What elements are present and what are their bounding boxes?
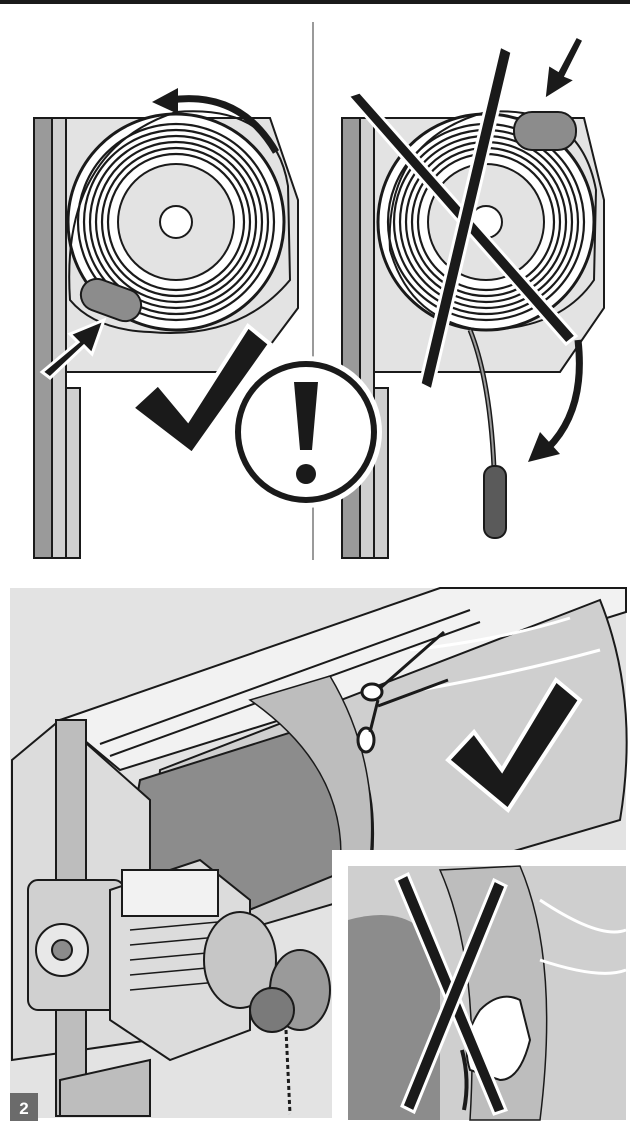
terminal-box (122, 870, 218, 916)
step-number-badge: 2 (10, 1093, 38, 1121)
right-pointer-arrow (544, 36, 584, 100)
right-hanging-weight (484, 466, 506, 538)
bottom-inset (332, 850, 630, 1123)
left-rail-inner (52, 118, 66, 558)
top-rule (0, 0, 630, 4)
left-rail-outer (34, 118, 52, 558)
left-lower-rail (66, 388, 80, 558)
gear-shaft (52, 940, 72, 960)
handwheel-hub (250, 988, 294, 1032)
left-rotation-arrow-head (152, 88, 178, 114)
right-tape-grip (514, 112, 576, 150)
right-rail-inner (360, 118, 374, 558)
warning-exclamation-icon (230, 356, 382, 508)
step-number-label: 2 (19, 1099, 28, 1118)
left-roll-axle (160, 206, 192, 238)
